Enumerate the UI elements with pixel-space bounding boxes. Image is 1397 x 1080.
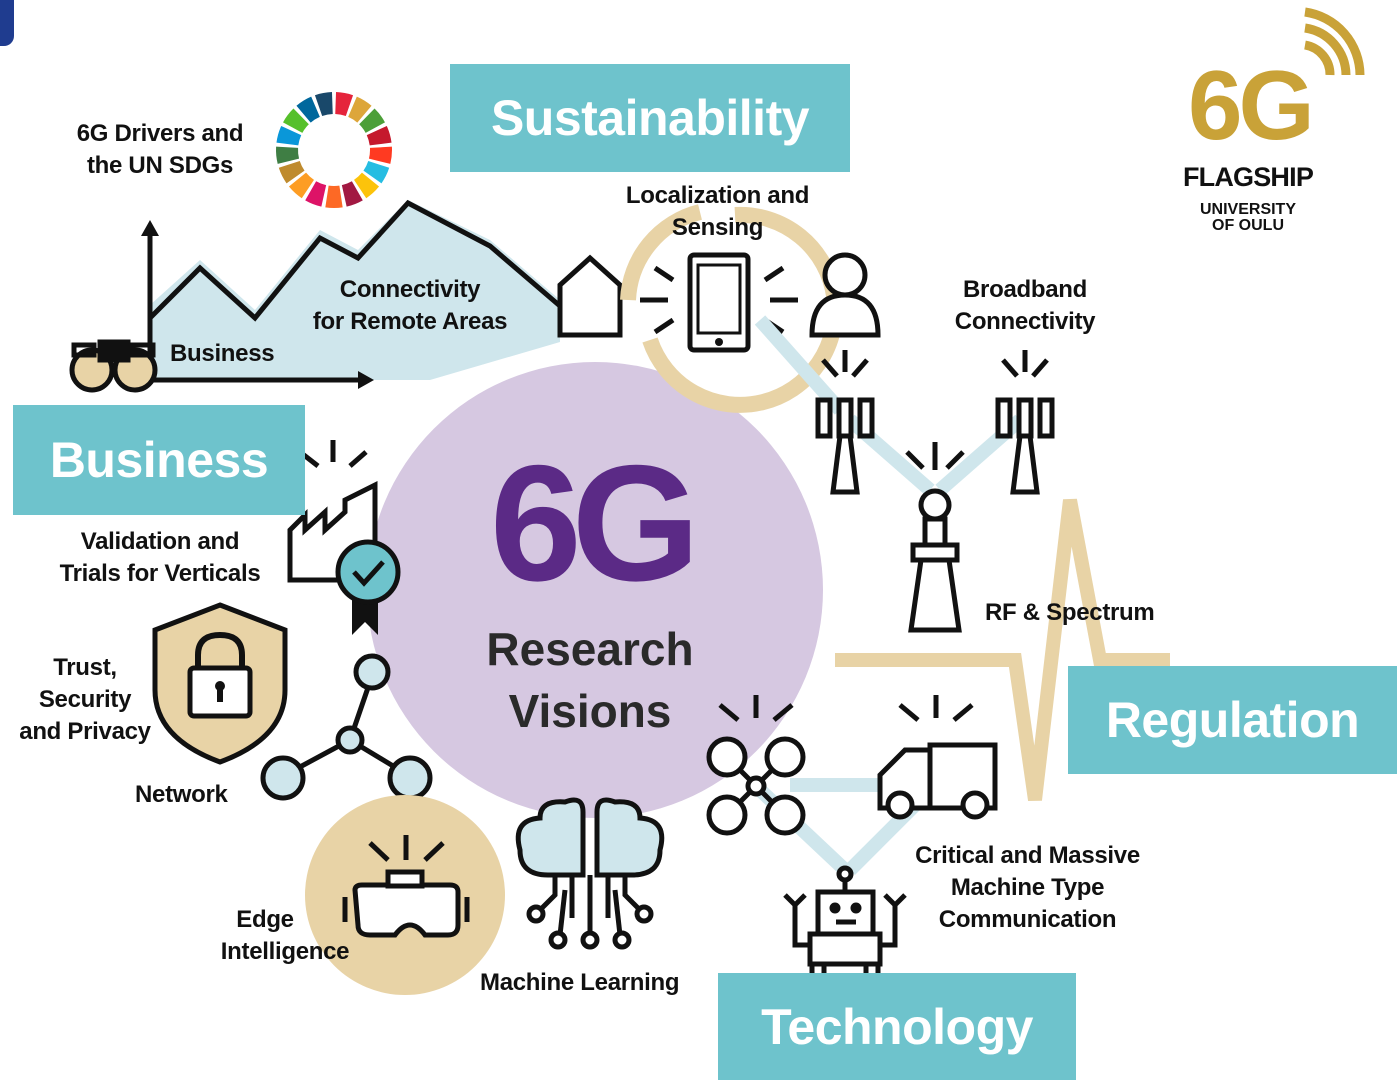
label-network: Network (135, 781, 228, 808)
house-icon (557, 254, 623, 338)
brain-icon (515, 797, 665, 950)
sdg-segment (354, 172, 380, 199)
corner-tab (0, 0, 14, 46)
sdg-segment (278, 161, 305, 184)
sdg-segment (341, 181, 363, 207)
sdg-segment (363, 161, 390, 184)
binoculars-icon (69, 339, 158, 393)
sdg-segment (335, 92, 354, 116)
sdg-wheel-icon (276, 92, 392, 209)
sustainability-banner: Sustainability (450, 64, 850, 172)
logo-signal-icon (1303, 7, 1365, 76)
label-business-small: Business (170, 340, 275, 367)
center-6g-title: 6G (489, 431, 700, 615)
sdg-segment (305, 181, 327, 207)
business-banner: Business (13, 405, 305, 515)
vr-headset-icon (342, 835, 470, 938)
award-badge-icon (335, 539, 401, 635)
drone-icon (706, 695, 806, 836)
label-rf-spectrum: RF & Spectrum (985, 599, 1155, 626)
label-machine-learning: Machine Learning (480, 969, 680, 996)
center-visions-text: Visions (508, 685, 672, 737)
phone-icon (640, 252, 798, 353)
center-research-text: Research (486, 623, 694, 675)
mountains-icon (141, 199, 562, 389)
truck-icon (877, 695, 998, 820)
technology-banner: Technology (718, 973, 1076, 1080)
sdg-segment (288, 172, 314, 199)
sdg-segment (276, 146, 300, 164)
sdg-segment (296, 96, 320, 123)
antenna-towers-icon (815, 350, 1055, 633)
sdg-segment (359, 108, 385, 133)
tower-links (754, 315, 1025, 496)
sdg-segment (276, 125, 302, 146)
sdg-segment (314, 92, 333, 116)
sdg-segment (368, 146, 392, 164)
shield-lock-icon (152, 602, 288, 765)
person-icon (809, 252, 881, 338)
sdg-segment (325, 185, 343, 209)
sdg-segment (283, 108, 309, 133)
regulation-banner: Regulation (1068, 666, 1397, 774)
sdg-segment (366, 125, 392, 146)
center-circle (367, 362, 823, 818)
localization-ring (642, 206, 844, 413)
robot-icon (783, 865, 907, 989)
sdg-segment (348, 96, 372, 123)
network-icon (260, 653, 433, 801)
rf-pulse-line (835, 498, 1170, 801)
logo-flagship: FLAGSHIP (1182, 162, 1314, 192)
logo-6g-mark: 6G (1188, 50, 1315, 160)
